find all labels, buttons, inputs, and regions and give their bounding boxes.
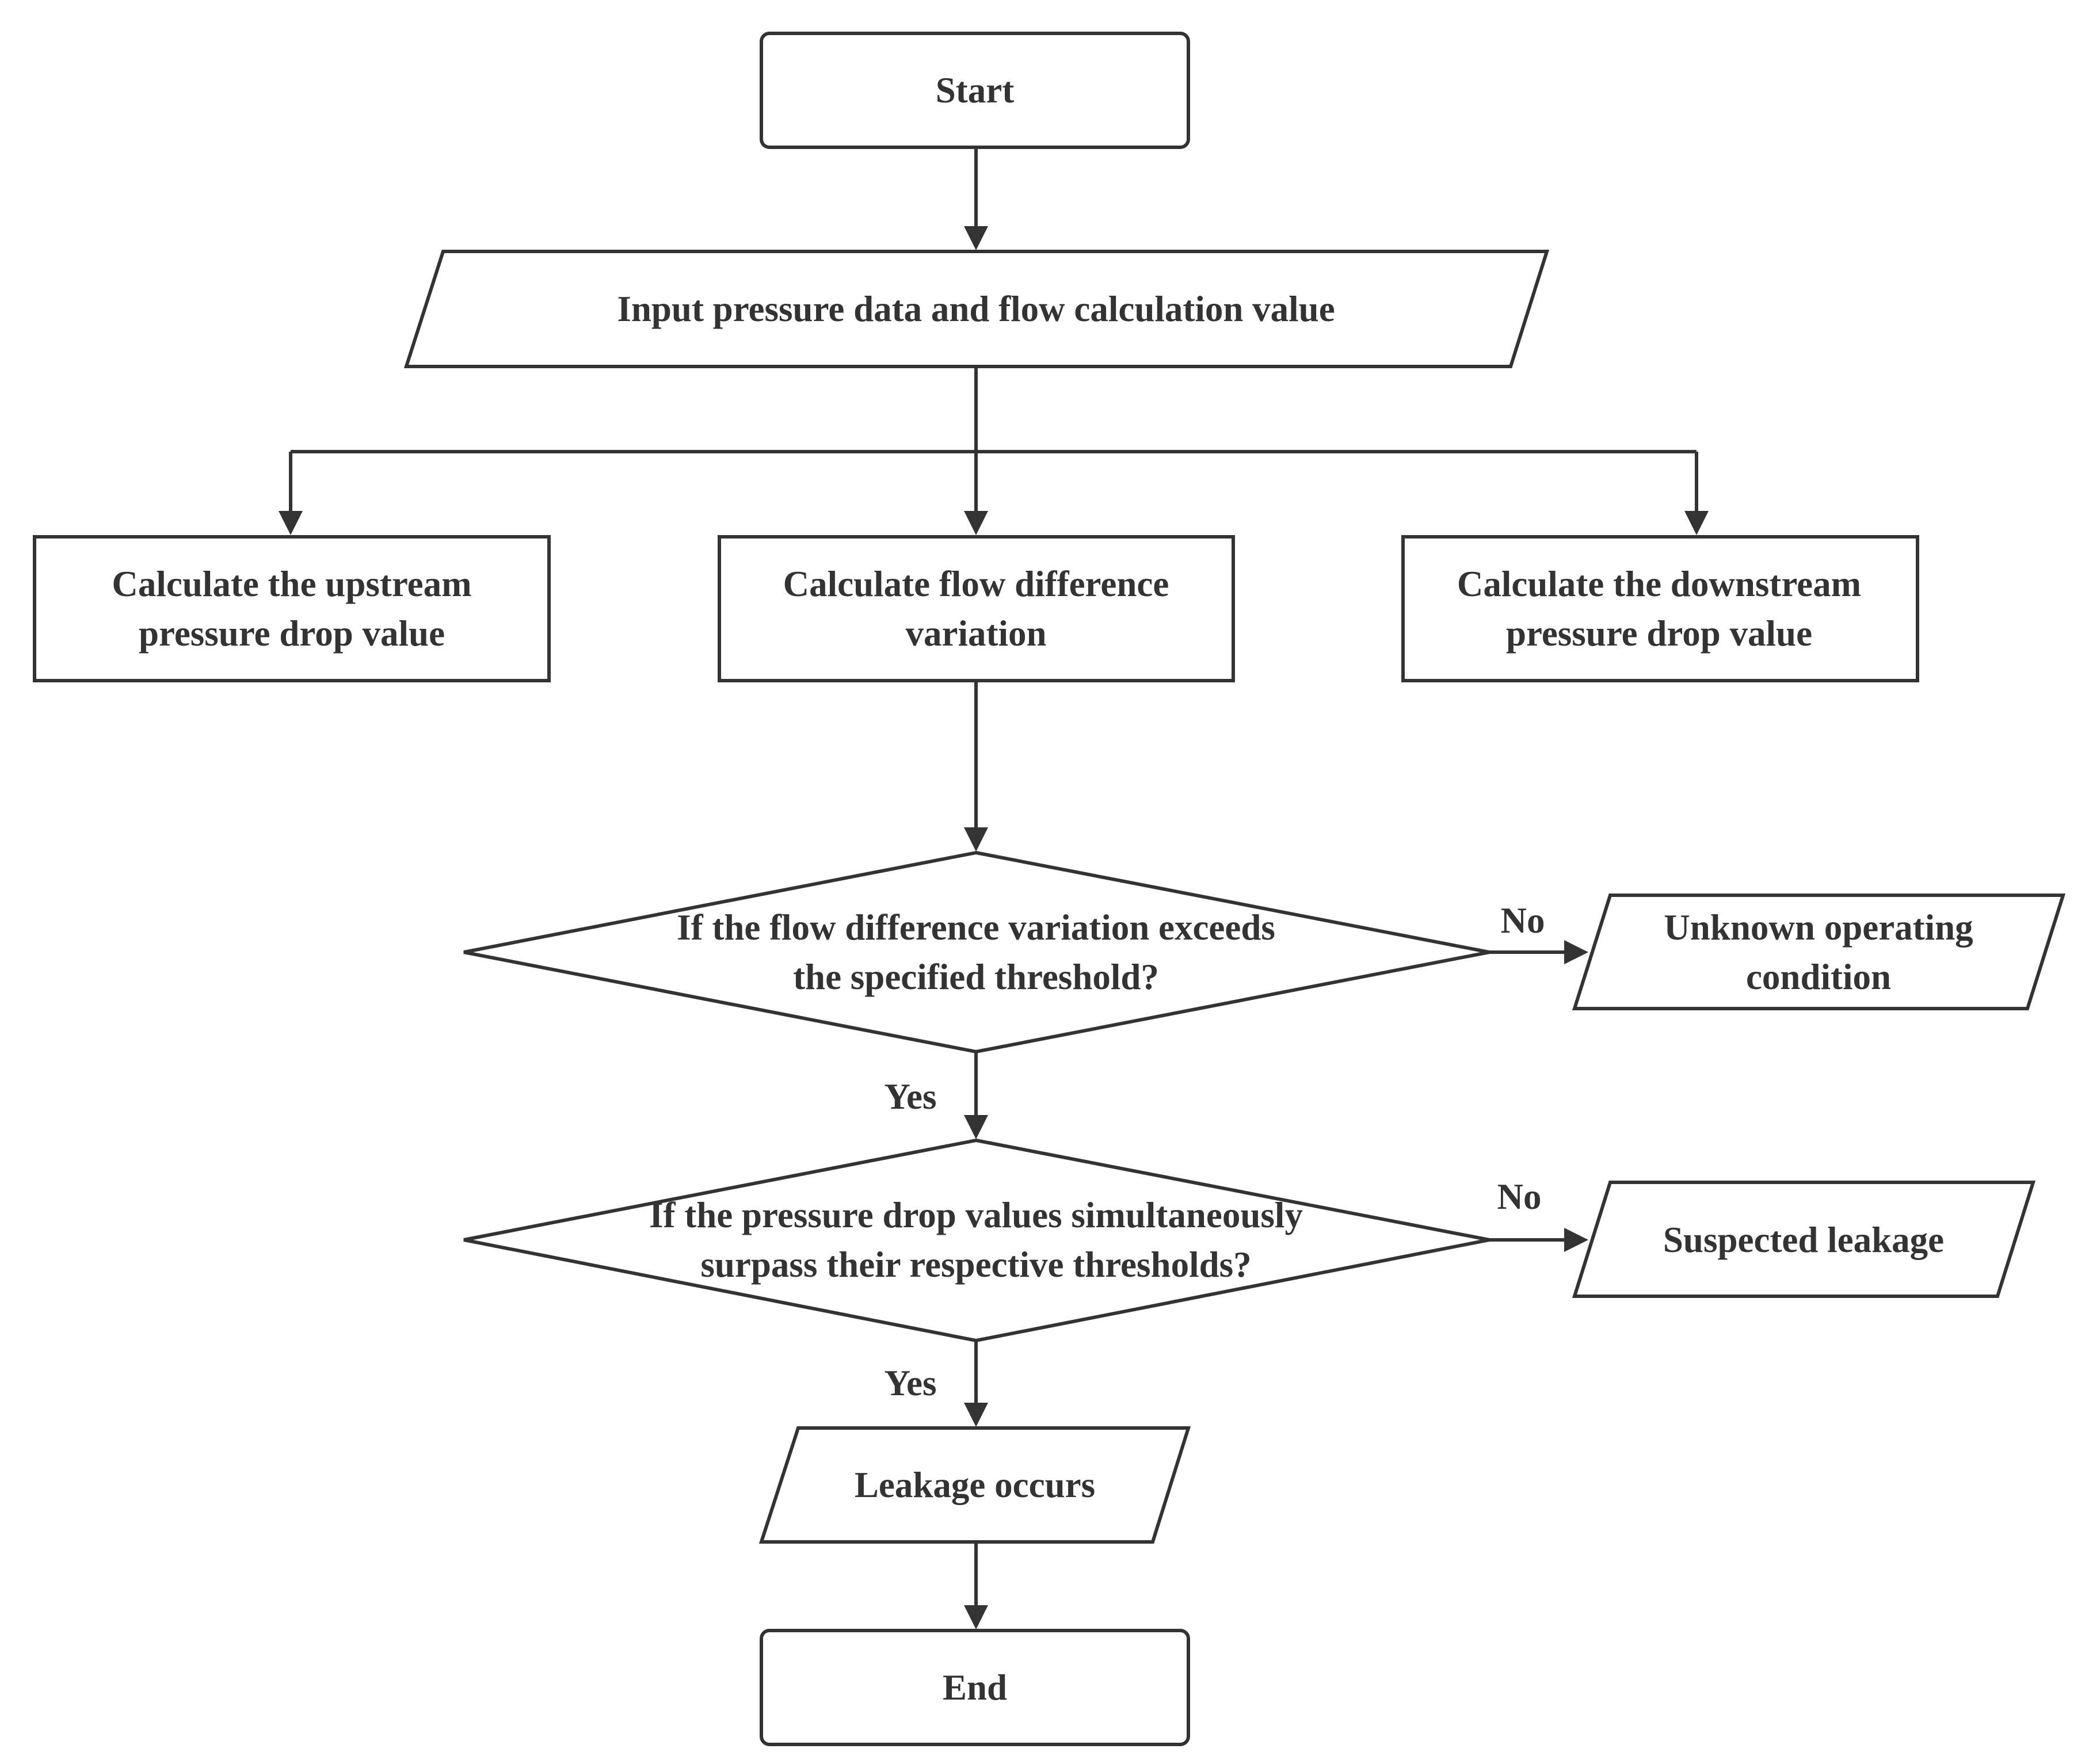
connectors <box>279 148 1709 1629</box>
unknown-label-line: condition <box>1746 957 1891 997</box>
decision1-label: If the flow difference variation exceeds… <box>677 907 1275 997</box>
decision2-no-label: No <box>1497 1177 1542 1217</box>
node-end: End <box>760 1629 1190 1746</box>
upstream-process-shape <box>33 535 551 682</box>
node-decision1: If the flow difference variation exceeds… <box>463 850 1490 1054</box>
unknown-label-line: Unknown operating <box>1664 907 1973 948</box>
node-leakage: Leakage occurs <box>758 1426 1191 1544</box>
downstream-label-line: pressure drop value <box>1506 613 1812 654</box>
decision2-label-line: If the pressure drop values simultaneous… <box>649 1195 1303 1235</box>
suspected-data-shape <box>1572 1181 2036 1298</box>
decision2-label: If the pressure drop values simultaneous… <box>649 1195 1303 1285</box>
unknown-data-shape <box>1572 894 2066 1010</box>
decision1-no-label: No <box>1501 900 1545 941</box>
decision2-diamond-shape <box>463 1138 1490 1343</box>
arrowhead-decision2 <box>964 1115 988 1139</box>
input-label-line: Input pressure data and flow calculation… <box>617 289 1335 329</box>
arrowhead-unknown <box>1564 940 1588 964</box>
downstream-label: Calculate the downstream pressure drop va… <box>1457 564 1861 654</box>
arrowhead-leakage <box>964 1403 988 1427</box>
upstream-label-line: pressure drop value <box>139 613 445 654</box>
node-start: Start <box>760 32 1190 149</box>
upstream-label: Calculate the upstream pressure drop valu… <box>112 564 471 654</box>
start-label-line: Start <box>936 70 1014 110</box>
flowdiff-label: Calculate flow difference variation <box>783 564 1169 654</box>
input-label: Input pressure data and flow calculation… <box>617 289 1335 329</box>
node-suspected: Suspected leakage <box>1572 1181 2036 1298</box>
upstream-label-line: Calculate the upstream <box>112 564 471 604</box>
downstream-label-line: Calculate the downstream <box>1457 564 1861 604</box>
suspected-label-line: Suspected leakage <box>1663 1220 1944 1260</box>
leakage-label: Leakage occurs <box>855 1465 1095 1505</box>
node-flowdiff: Calculate flow difference variation <box>718 535 1235 682</box>
arrowhead-downstream <box>1684 511 1709 535</box>
end-label: End <box>943 1667 1007 1708</box>
flowdiff-label-line: variation <box>906 613 1047 654</box>
arrowhead-decision1 <box>964 827 988 852</box>
node-unknown: Unknown operating condition <box>1572 894 2066 1010</box>
downstream-process-shape <box>1401 535 1919 682</box>
arrowhead-suspected <box>1564 1228 1588 1252</box>
node-decision2: If the pressure drop values simultaneous… <box>463 1138 1490 1343</box>
start-label: Start <box>936 70 1014 110</box>
edge-labels: No Yes No Yes <box>885 900 1545 1403</box>
node-input: Input pressure data and flow calculation… <box>403 250 1550 368</box>
decision2-label-line: surpass their respective thresholds? <box>700 1244 1251 1285</box>
start-terminal-shape <box>760 32 1190 149</box>
flowdiff-process-shape <box>718 535 1235 682</box>
decision1-label-line: the specified threshold? <box>793 957 1159 997</box>
end-terminal-shape <box>760 1629 1190 1746</box>
decision1-yes-label: Yes <box>885 1076 937 1117</box>
leakage-label-line: Leakage occurs <box>855 1465 1095 1505</box>
arrowhead-input <box>964 226 988 250</box>
flowdiff-label-line: Calculate flow difference <box>783 564 1169 604</box>
arrowhead-flowdiff <box>964 511 988 535</box>
decision1-label-line: If the flow difference variation exceeds <box>677 907 1275 948</box>
end-label-line: End <box>943 1667 1007 1708</box>
suspected-label: Suspected leakage <box>1663 1220 1944 1260</box>
node-downstream: Calculate the downstream pressure drop va… <box>1401 535 1919 682</box>
leakage-data-shape <box>758 1426 1191 1544</box>
node-upstream: Calculate the upstream pressure drop valu… <box>33 535 551 682</box>
decision1-diamond-shape <box>463 850 1490 1054</box>
arrowhead-end <box>964 1605 988 1629</box>
input-data-shape <box>403 250 1550 368</box>
arrowhead-upstream <box>279 511 303 535</box>
unknown-label: Unknown operating condition <box>1664 907 1973 997</box>
decision2-yes-label: Yes <box>885 1363 937 1403</box>
